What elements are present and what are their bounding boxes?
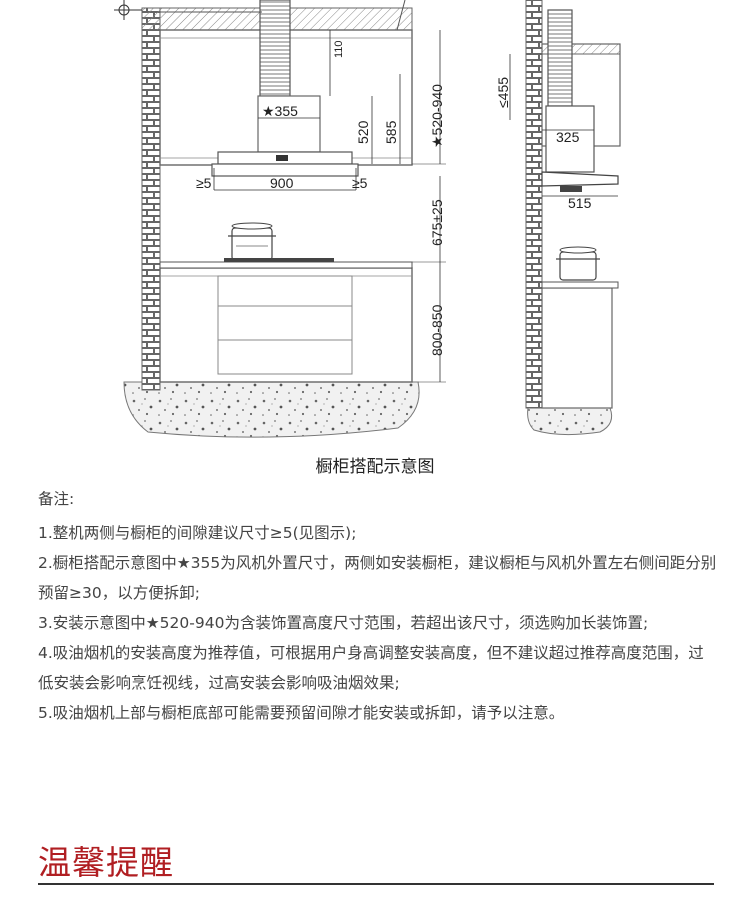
- note-item: 2.橱柜搭配示意图中★355为风机外置尺寸，两侧如安装橱柜，建议橱柜与风机外置左…: [38, 554, 717, 602]
- diagram-caption: 橱柜搭配示意图: [315, 457, 435, 477]
- tips-divider: [38, 883, 714, 885]
- side-ground: [527, 407, 613, 436]
- tips-title: 温馨提醒: [38, 843, 174, 882]
- side-lower-cabinet: [541, 287, 613, 409]
- front-flex-duct: [259, 0, 291, 97]
- front-pot: [231, 227, 273, 261]
- dim-520-940: ★520-940: [429, 84, 445, 148]
- note-item: 5.吸油烟机上部与橱柜底部可能需要预留间隙才能安装或拆卸，请予以注意。: [38, 704, 565, 722]
- dim-585: 585: [383, 120, 399, 144]
- front-lower-cabinet: [159, 267, 413, 383]
- front-ground: [123, 381, 420, 438]
- dim-515: 515: [568, 195, 592, 211]
- side-view: ≤455 325 515: [495, 0, 621, 436]
- front-hood-panel: [211, 163, 359, 177]
- notes-heading: 备注:: [38, 490, 75, 508]
- note-item: 1.整机两侧与橱柜的间隙建议尺寸≥5(见图示);: [38, 524, 357, 542]
- note-item: 3.安装示意图中★520-940为含装饰置高度尺寸范围，若超出该尺寸，须选购加长…: [38, 614, 649, 632]
- dim-width-900: 900: [270, 175, 294, 191]
- front-view: 110 ★355 520 585 ★520-940 ≥5 900 ≥5 675±…: [114, 0, 446, 438]
- dim-110: 110: [333, 40, 345, 58]
- dim-455: ≤455: [495, 77, 511, 108]
- dim-355: ★355: [262, 103, 298, 119]
- front-brick-wall: [141, 7, 161, 391]
- side-chimney: [545, 105, 595, 173]
- dim-gap-left: ≥5: [196, 175, 212, 191]
- dim-325: 325: [556, 129, 580, 145]
- side-brick-wall: [525, 0, 543, 409]
- cabinet-matching-diagram: 110 ★355 520 585 ★520-940 ≥5 900 ≥5 675±…: [114, 0, 621, 438]
- side-pot: [559, 251, 597, 281]
- front-chimney: [257, 95, 321, 153]
- side-flex-duct: [547, 9, 573, 107]
- dim-gap-right: ≥5: [352, 175, 368, 191]
- dim-800-850: 800-850: [429, 304, 445, 356]
- note-item: 4.吸油烟机的安装高度为推荐值，可根据用户身高调整安装高度，但不建议超过推荐高度…: [38, 644, 704, 692]
- side-hood: [541, 171, 619, 187]
- notes-section: 备注: 1.整机两侧与橱柜的间隙建议尺寸≥5(见图示); 2.橱柜搭配示意图中★…: [38, 484, 718, 728]
- dim-520: 520: [355, 120, 371, 144]
- dim-675: 675±25: [429, 199, 445, 246]
